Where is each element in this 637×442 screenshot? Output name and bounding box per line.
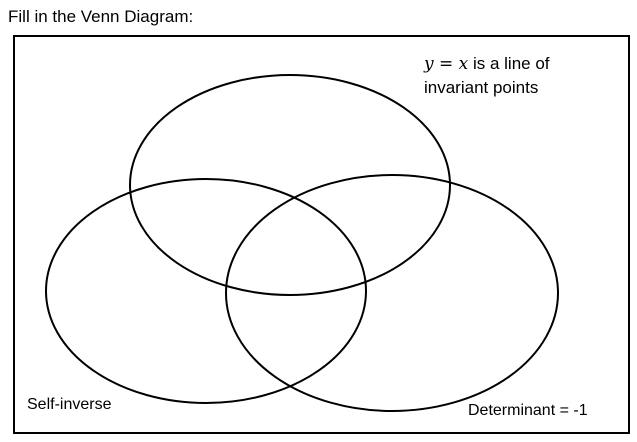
label-right-set: Determinant = -1 (468, 402, 588, 419)
instruction-text: Fill in the Venn Diagram: (8, 7, 194, 26)
circle-top (129, 74, 451, 296)
label-top-text1: is a line of (468, 54, 550, 73)
label-top-line1: y = x is a line of (424, 52, 550, 76)
circle-right (225, 174, 559, 412)
label-top-line2: invariant points (424, 78, 539, 97)
circle-left (45, 178, 367, 404)
label-top-math: y = x (424, 54, 469, 74)
venn-frame (13, 35, 630, 434)
label-top-set: y = x is a line of invariant points (424, 52, 550, 100)
label-left-set: Self-inverse (27, 396, 112, 413)
